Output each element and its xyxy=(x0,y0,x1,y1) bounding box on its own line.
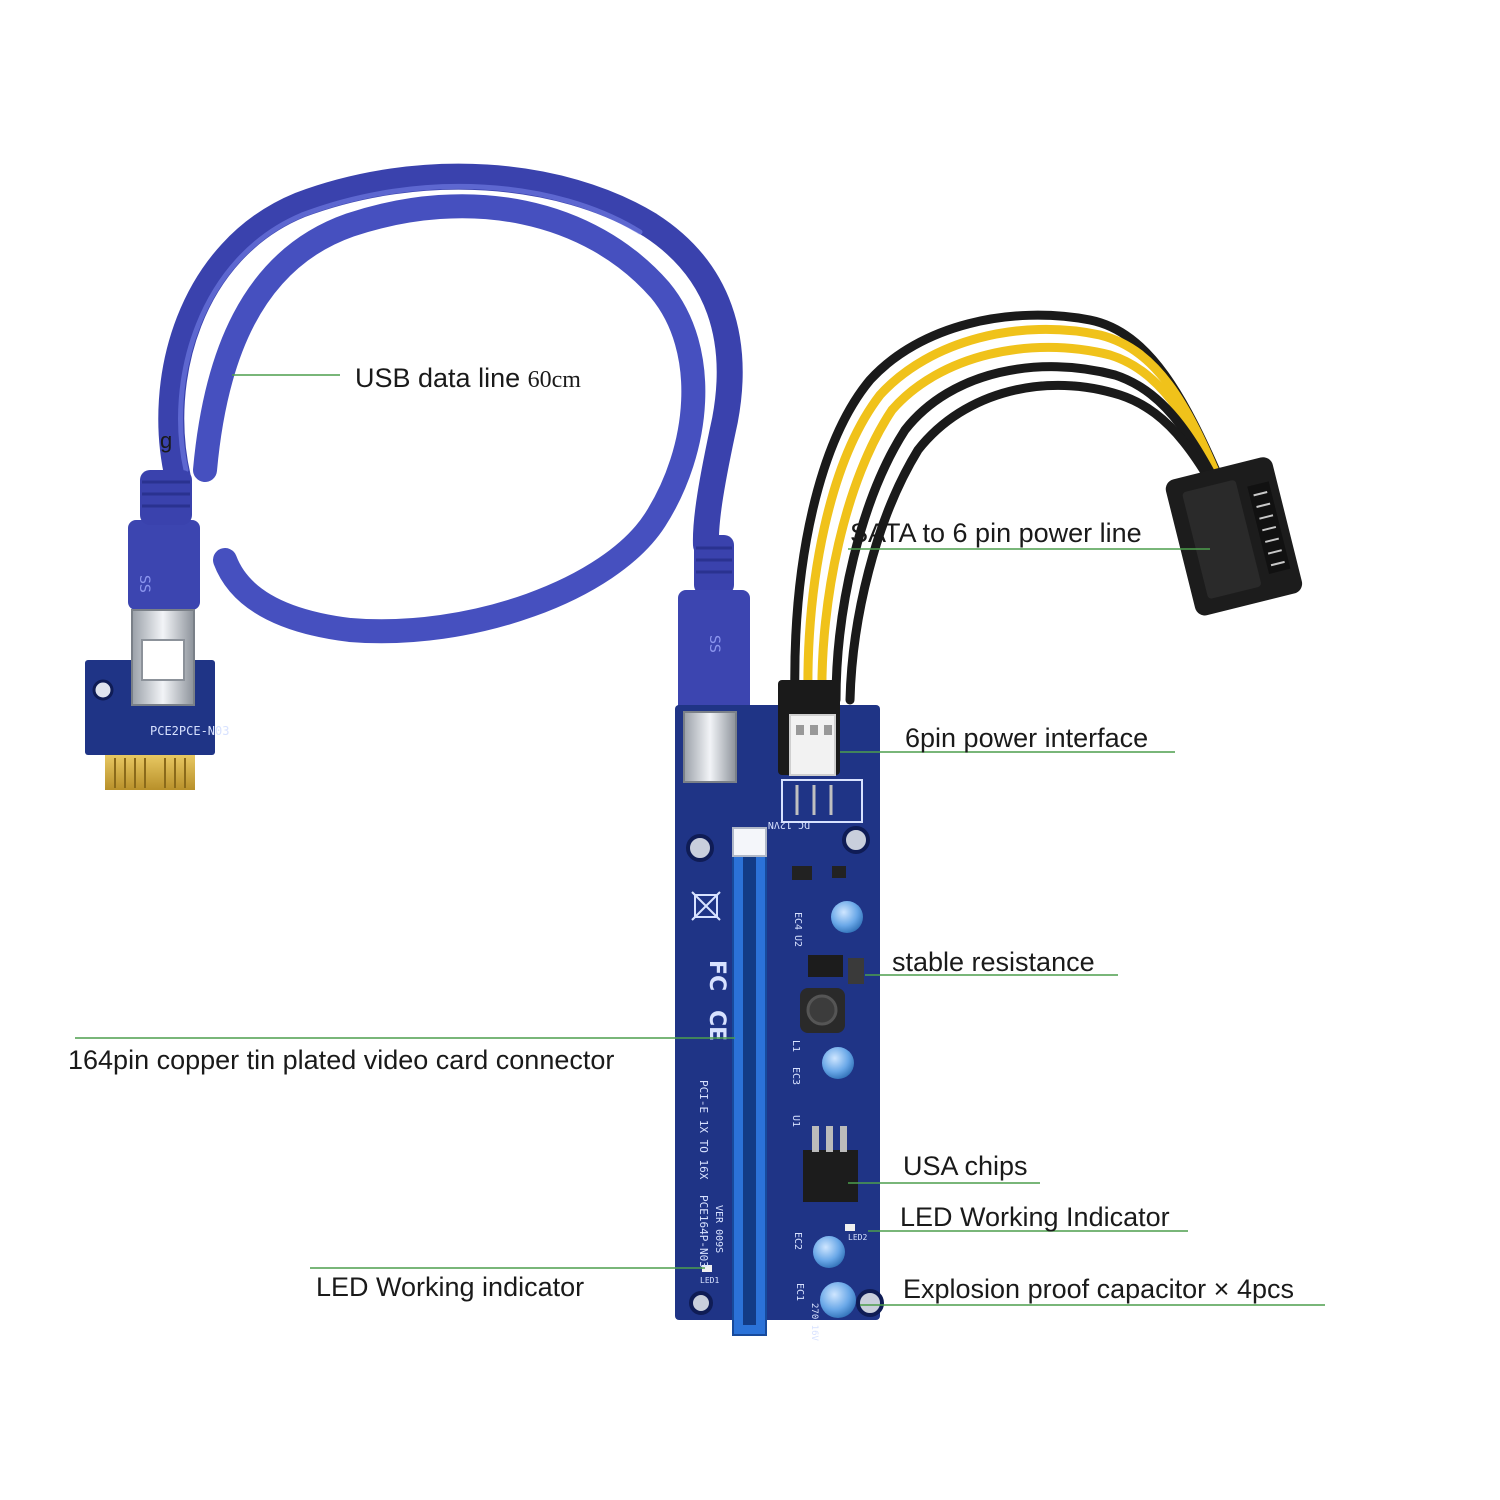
led1-marking: LED1 xyxy=(700,1276,719,1285)
small-ic xyxy=(808,955,843,977)
usb-cable-highlight xyxy=(178,183,643,473)
x1-mounting-hole xyxy=(92,679,114,701)
riser-main-board: FC CE PCI-E 1X TO 16X PCE164P-N03 VER 00… xyxy=(675,680,884,1342)
six-pin-interface-label: 6pin power interface xyxy=(905,723,1149,753)
usb-data-line-text: USB data line xyxy=(355,363,521,393)
slot-latch xyxy=(732,827,767,857)
x1-gold-fingers xyxy=(105,755,195,790)
mount-hole-2 xyxy=(842,826,870,854)
ec4-marking: EC4 xyxy=(792,912,803,930)
ec2-marking: EC2 xyxy=(792,1232,803,1250)
usb-plug-left: SS xyxy=(128,470,200,706)
stable-resistance-label: stable resistance xyxy=(892,947,1095,977)
leader-lines xyxy=(75,374,1325,1306)
led-working-indicator-left-label: LED Working indicator xyxy=(316,1272,585,1302)
mount-hole-4 xyxy=(856,1289,884,1317)
ce-mark-icon: CE xyxy=(704,1010,729,1041)
video-card-connector-label: 164pin copper tin plated video card conn… xyxy=(68,1045,615,1075)
usb-cable-strand-inner xyxy=(193,194,706,644)
capacitors xyxy=(813,901,863,1318)
x1-model-marking: PCE2PCE-N03 xyxy=(150,724,229,738)
usb-port-onboard xyxy=(683,711,737,783)
u1-marking: U1 xyxy=(790,1115,801,1127)
ec3-marking: EC3 xyxy=(790,1067,801,1085)
weee-bin-icon xyxy=(691,891,721,921)
capacitor-ec4 xyxy=(831,901,863,933)
sata-power-cable xyxy=(790,310,1240,705)
led2-marking: LED2 xyxy=(848,1233,867,1242)
explosion-proof-capacitor-label: Explosion proof capacitor × 4pcs xyxy=(903,1274,1294,1304)
mount-hole-3 xyxy=(689,1291,713,1315)
main-model-marking: PCE164P-N03 xyxy=(697,1195,710,1268)
mount-hole-1 xyxy=(686,834,714,862)
stray-mark: g xyxy=(160,428,173,453)
led-2 xyxy=(845,1224,855,1231)
sata-power-connector xyxy=(1165,457,1303,616)
u2-marking: U2 xyxy=(792,935,803,947)
ec1-marking: EC1 xyxy=(794,1283,805,1301)
usa-chips-label: USA chips xyxy=(903,1151,1028,1181)
version-marking: VER 009S xyxy=(713,1205,724,1253)
capacitor-ec1 xyxy=(820,1282,856,1318)
capacitor-ec2 xyxy=(813,1236,845,1268)
dc-marking: DC 12VN xyxy=(768,819,810,830)
usb3-ss-logo-icon-right: SS xyxy=(706,635,722,653)
usb-cable xyxy=(158,163,743,644)
usb-cable-strand-outer xyxy=(158,163,743,558)
capacitor-ec3 xyxy=(822,1047,854,1079)
led-1 xyxy=(702,1265,712,1272)
regulator-chip xyxy=(803,1150,858,1202)
sata-power-line-label: SATA to 6 pin power line xyxy=(850,518,1142,548)
usb-data-line-length: 60cm xyxy=(527,367,581,393)
led-working-indicator-right-label: LED Working Indicator xyxy=(900,1202,1170,1232)
l1-marking: L1 xyxy=(790,1040,801,1052)
usb-data-line-label: USB data line 60cm xyxy=(355,363,581,393)
usb3-ss-logo-icon: SS xyxy=(136,575,152,593)
resistor-pack xyxy=(848,958,864,984)
cap-value-marking: 270 16V xyxy=(809,1303,819,1342)
pcie-bus-marking: PCI-E 1X TO 16X xyxy=(697,1080,710,1180)
fcc-logo-icon: FC xyxy=(704,960,729,991)
